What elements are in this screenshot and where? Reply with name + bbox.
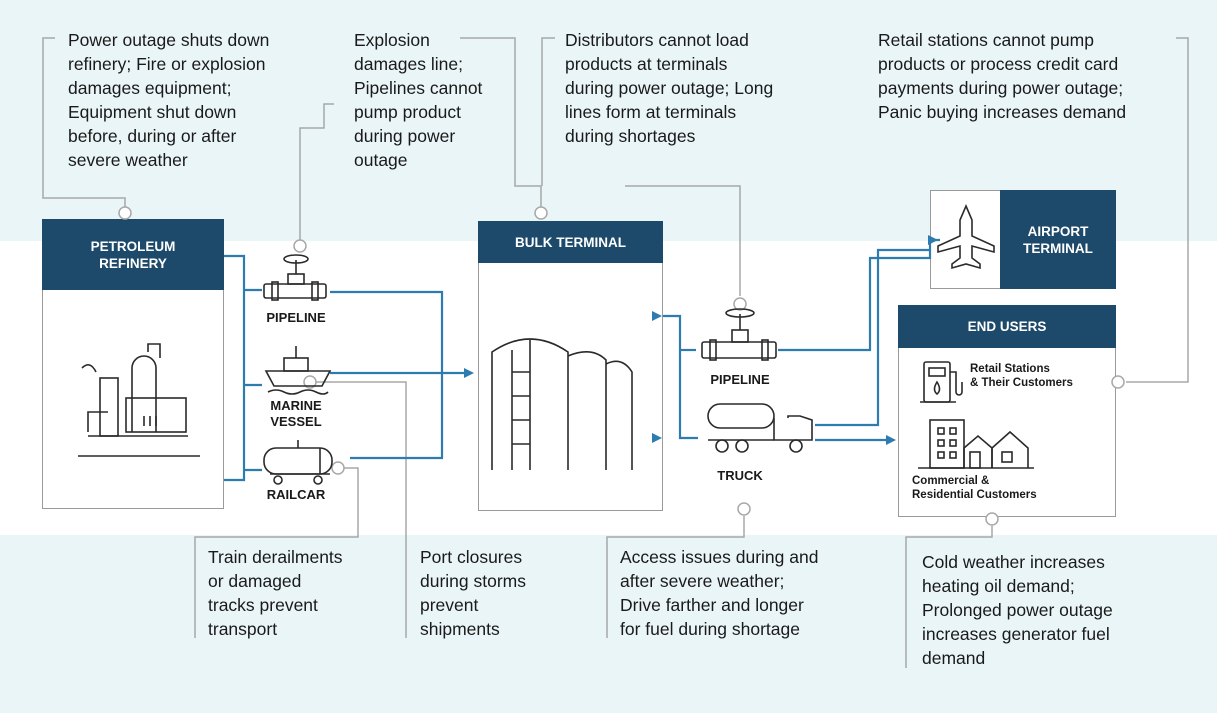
end-users-title: END USERS — [898, 305, 1116, 348]
callout-refinery: Power outage shuts down refinery; Fire o… — [68, 30, 270, 170]
callout-cold: Cold weather increases heating oil deman… — [922, 552, 1113, 668]
callout-pipeline: Explosion damages line; Pipelines cannot… — [354, 30, 483, 170]
ship-icon — [264, 346, 332, 395]
railcar-icon — [263, 440, 333, 485]
callout-train: Train derailments or damaged tracks prev… — [208, 547, 343, 639]
refinery-title: PETROLEUM REFINERY — [42, 219, 224, 290]
pipeline-2-label: PIPELINE — [710, 372, 770, 387]
flow-arrows — [224, 238, 940, 482]
refinery-icon — [78, 343, 200, 457]
commercial-residential-label: Commercial & Residential Customers — [912, 475, 1037, 501]
pipeline-label: PIPELINE — [266, 310, 326, 325]
bulk-terminal-title: BULK TERMINAL — [478, 221, 663, 263]
buildings-icon — [918, 419, 1034, 469]
callout-distributors: Distributors cannot load products at ter… — [565, 30, 774, 146]
storage-tanks-icon — [491, 338, 633, 470]
pipeline-icon-2 — [701, 308, 777, 361]
retail-stations-label: Retail Stations & Their Customers — [970, 363, 1073, 389]
callout-access: Access issues during and after severe we… — [620, 547, 819, 639]
callout-leader-lines — [42, 37, 1189, 668]
callout-retail: Retail stations cannot pump products or … — [878, 30, 1127, 122]
airport-terminal-title: AIRPORT TERMINAL — [1000, 190, 1116, 289]
fuel-pump-icon — [920, 361, 963, 403]
bottom-band — [0, 535, 1217, 713]
airplane-icon — [937, 203, 995, 270]
railcar-label: RAILCAR — [266, 487, 326, 502]
truck-icon — [707, 403, 813, 453]
pipeline-icon — [263, 254, 327, 301]
marine-vessel-label: MARINE VESSEL — [270, 398, 322, 429]
arrowheads — [464, 235, 938, 445]
callout-port: Port closures during storms prevent ship… — [420, 547, 527, 639]
truck-label: TRUCK — [717, 468, 763, 483]
callout-anchor-circles — [118, 206, 1125, 526]
